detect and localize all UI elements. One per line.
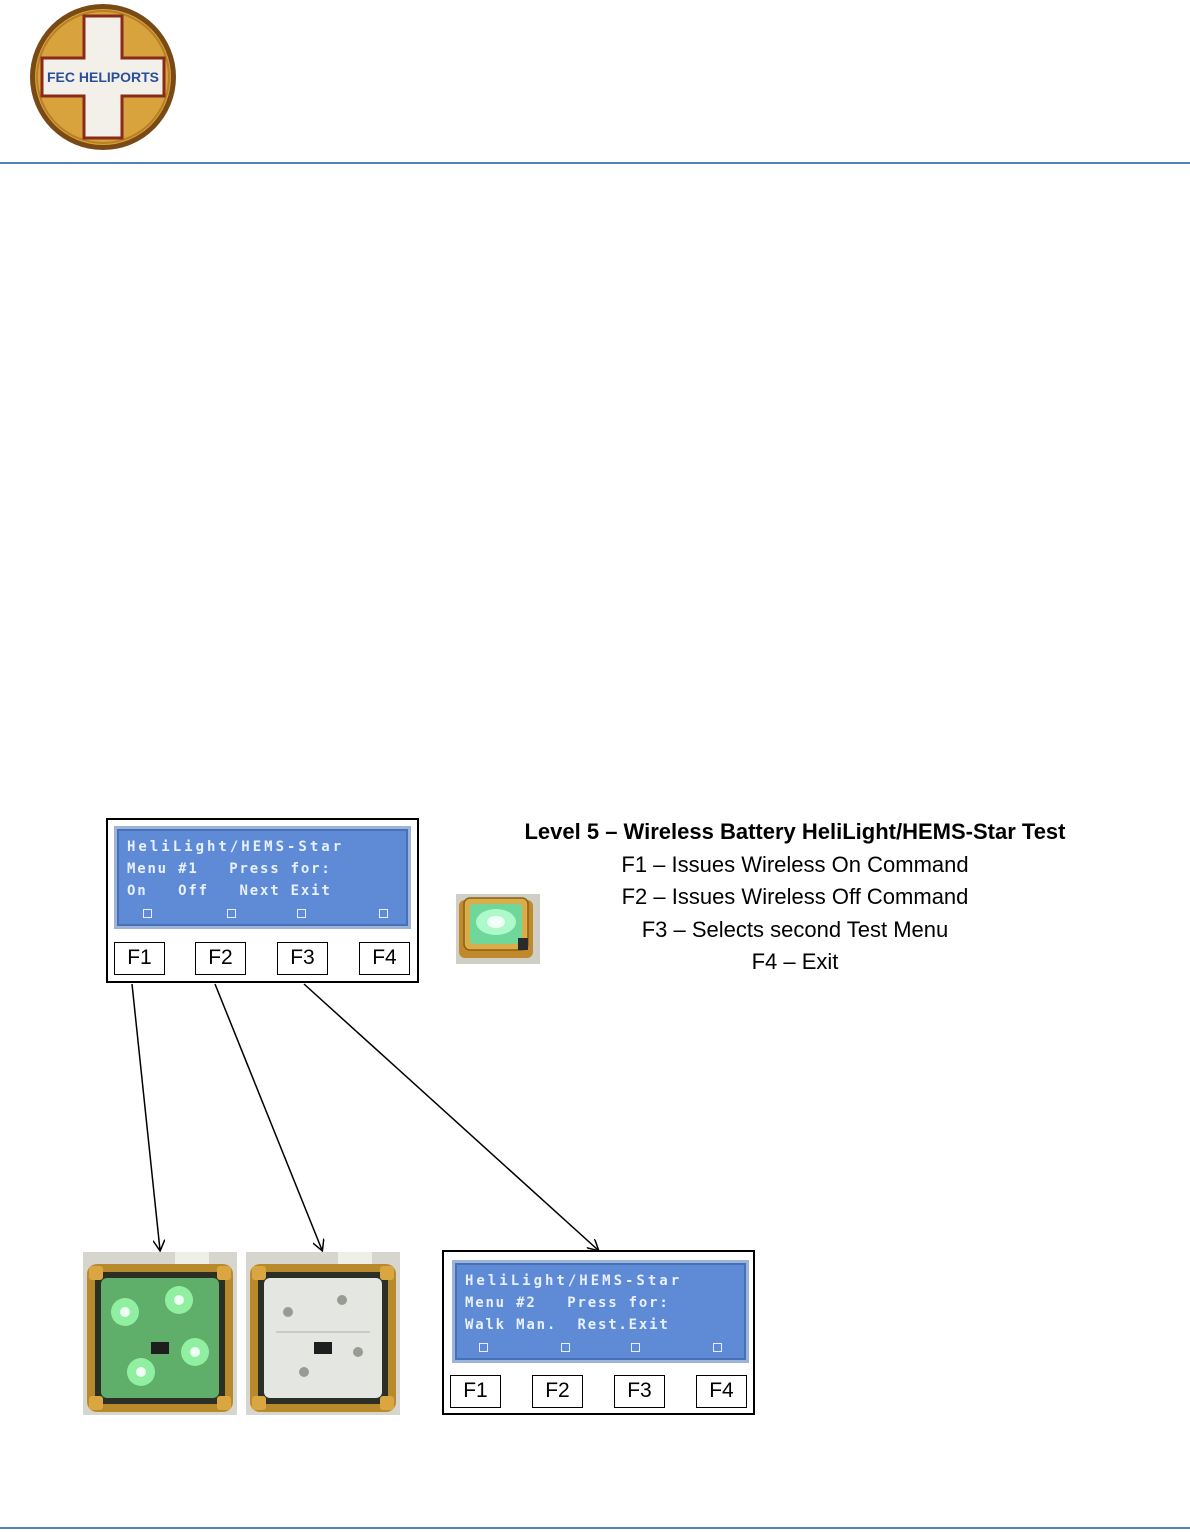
menu1-lcd-indicator-f3 — [297, 909, 306, 918]
menu2-lcd-line-1: HeliLight/HEMS-Star — [465, 1273, 683, 1289]
menu1-f1-key[interactable]: F1 — [114, 942, 165, 975]
menu1-lcd-indicator-f1 — [143, 909, 152, 918]
menu2-lcd-indicator-f2 — [561, 1343, 570, 1352]
menu1-lcd-line-3: On Off Next Exit — [127, 883, 332, 899]
svg-text:FEC HELIPORTS: FEC HELIPORTS — [47, 69, 159, 85]
description-line-f4: F4 – Exit — [751, 949, 839, 974]
description-line-f2: F2 – Issues Wireless Off Command — [621, 884, 969, 909]
fec-heliports-logo: FEC HELIPORTS — [30, 4, 176, 150]
test-description: Level 5 – Wireless Battery HeliLight/HEM… — [470, 816, 1120, 979]
heliport-light-off-photo — [246, 1252, 400, 1415]
menu1-lcd-indicator-f4 — [379, 909, 388, 918]
menu2-f4-key[interactable]: F4 — [696, 1375, 747, 1408]
menu1-f3-key[interactable]: F3 — [277, 942, 328, 975]
arrow-f1-to-light-on — [131, 983, 160, 1250]
menu1-f2-key[interactable]: F2 — [195, 942, 246, 975]
menu2-lcd-line-2: Menu #2 Press for: — [465, 1295, 670, 1311]
menu1-f4-key[interactable]: F4 — [359, 942, 410, 975]
description-line-f1: F1 – Issues Wireless On Command — [621, 851, 969, 877]
menu2-lcd-indicator-f4 — [713, 1343, 722, 1352]
menu2-f2-key[interactable]: F2 — [532, 1375, 583, 1408]
footer-rule — [0, 1527, 1190, 1529]
menu1-lcd-line-2: Menu #1 Press for: — [127, 861, 332, 877]
menu2-lcd-indicator-f1 — [479, 1343, 488, 1352]
menu1-controller-panel: HeliLight/HEMS-Star Menu #1 Press for: O… — [106, 818, 419, 983]
menu2-f3-key[interactable]: F3 — [614, 1375, 665, 1408]
menu1-lcd-display: HeliLight/HEMS-Star Menu #1 Press for: O… — [114, 826, 411, 929]
menu2-f1-key[interactable]: F1 — [450, 1375, 501, 1408]
battery-helilight-photo — [456, 894, 540, 964]
description-line-f3: F3 – Selects second Test Menu — [641, 916, 949, 942]
menu1-lcd-indicator-f2 — [227, 909, 236, 918]
menu2-lcd-indicator-f3 — [631, 1343, 640, 1352]
menu2-lcd-line-3: Walk Man. Rest.Exit — [465, 1317, 670, 1333]
menu2-lcd-display: HeliLight/HEMS-Star Menu #2 Press for: W… — [452, 1260, 749, 1363]
test-title: Level 5 – Wireless Battery HeliLight/HEM… — [524, 819, 1066, 844]
header-rule — [0, 162, 1190, 164]
arrow-f3-to-menu2 — [303, 983, 598, 1250]
menu2-controller-panel: HeliLight/HEMS-Star Menu #2 Press for: W… — [442, 1250, 755, 1415]
menu1-lcd-line-1: HeliLight/HEMS-Star — [127, 839, 345, 855]
arrow-f2-to-light-off — [214, 983, 322, 1250]
heliport-light-on-photo — [83, 1252, 237, 1415]
